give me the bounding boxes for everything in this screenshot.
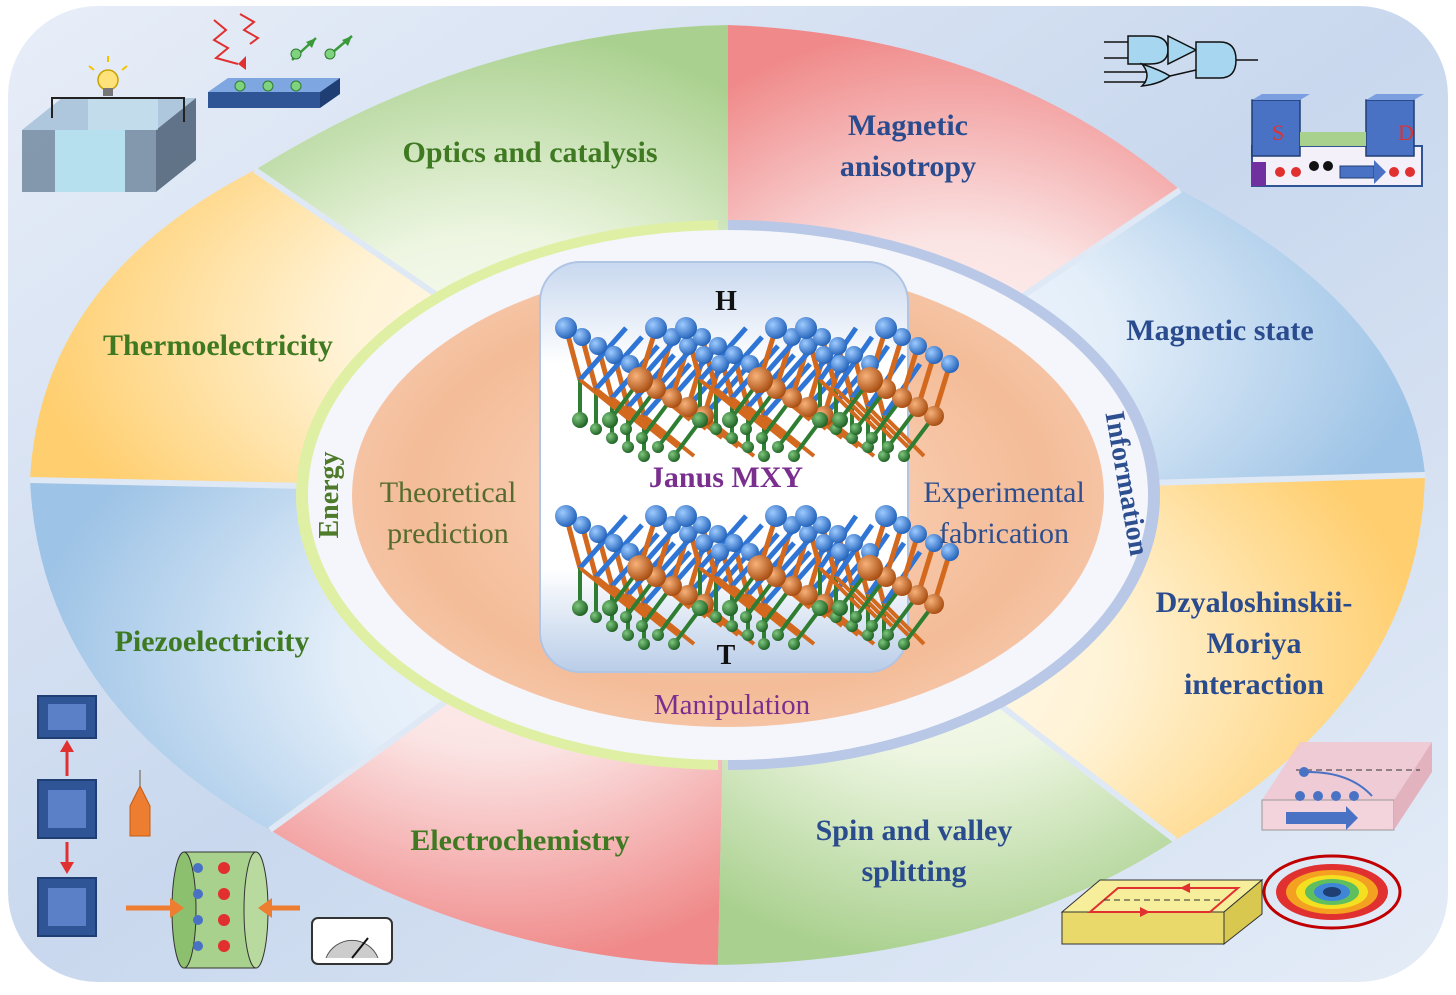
light-wave-icon [212, 19, 239, 65]
sector-label-anisotropy-1: Magnetic [848, 109, 968, 142]
core-bottom-label: Manipulation [654, 689, 811, 721]
piezo-strain-icon [37, 695, 151, 937]
core-left-line2: prediction [387, 517, 509, 550]
logic-gates-icon [1104, 34, 1258, 87]
bulb-icon [97, 69, 119, 91]
gauge-icon [311, 917, 393, 965]
crystal-structure-t [555, 505, 959, 650]
sector-label-thermo: Thermoelectricity [103, 329, 333, 362]
sector-label-dmi-1: Dzyaloshinskii- [1156, 586, 1353, 619]
core-right-line2: fabrication [939, 517, 1069, 550]
sector-label-anisotropy-2: anisotropy [840, 150, 976, 183]
drain-label: D [1398, 120, 1414, 145]
spin-transistor-icon: S D [1251, 94, 1424, 187]
core-right-line1: Experimental [923, 476, 1085, 509]
core-left-line1: Theoretical [380, 476, 517, 509]
source-label: S [1272, 120, 1284, 145]
janus-title: Janus MXY [649, 461, 804, 494]
sector-label-electro: Electrochemistry [410, 824, 629, 857]
sector-label-piezo: Piezoelectricity [115, 625, 310, 658]
piezo-cylinder-icon [126, 851, 300, 969]
edge-state-plate-icon [1060, 878, 1264, 946]
sector-label-dmi-2: Moriya [1207, 627, 1302, 660]
probe-tip-icon [129, 784, 151, 837]
sector-label-spin-1: Spin and valley [816, 814, 1013, 847]
phase-h-label: H [715, 286, 737, 317]
phase-t-label: T [717, 640, 736, 671]
ring-energy-label: Energy [314, 451, 345, 538]
hall-device-icon [1261, 742, 1432, 831]
thermoelectric-device-icon [22, 56, 196, 192]
crystal-structure-h [555, 317, 959, 462]
sector-label-dmi-3: interaction [1184, 668, 1324, 701]
optics-plate-icon [208, 13, 353, 108]
sector-label-state: Magnetic state [1126, 314, 1313, 347]
skyrmion-icon [1262, 854, 1402, 930]
sector-label-optics: Optics and catalysis [402, 136, 657, 169]
sector-label-spin-2: splitting [861, 855, 966, 888]
